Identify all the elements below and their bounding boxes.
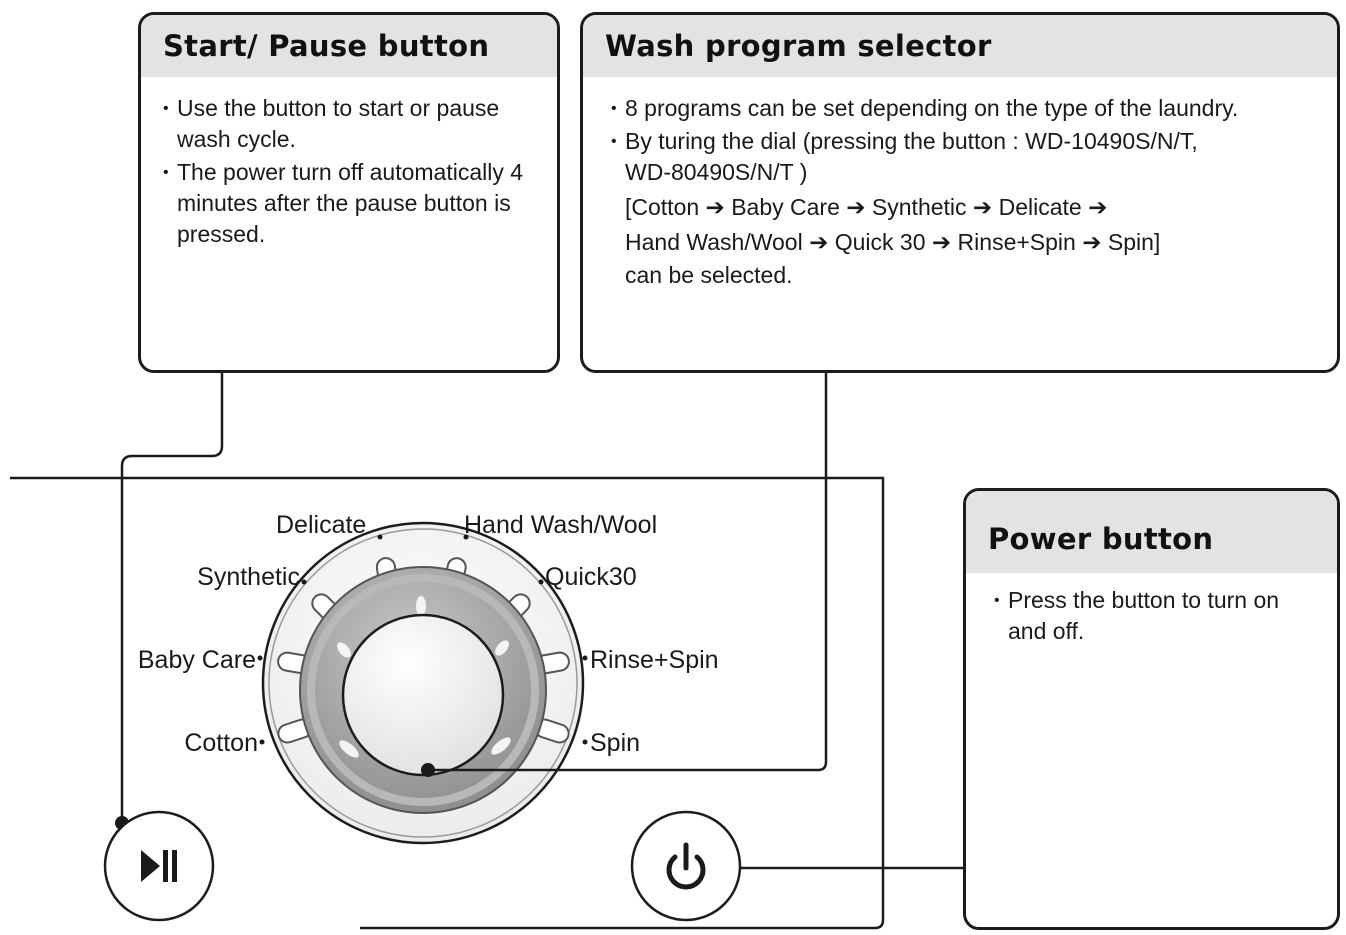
wash-program-line-5: can be selected. — [625, 262, 793, 288]
wash-program-line-1: By turing the dial (pressing the button … — [625, 128, 1198, 154]
start-pause-bullet-2: The power turn off automatically 4 minut… — [163, 157, 539, 250]
label-quick30: Quick30 — [545, 563, 637, 591]
label-baby-care: Baby Care — [138, 646, 256, 674]
wash-program-bullets: 8 programs can be set depending on the t… — [583, 77, 1337, 291]
leader-wash-program — [428, 373, 828, 772]
wash-program-callout: Wash program selector 8 programs can be … — [580, 12, 1340, 373]
power-button[interactable] — [630, 810, 742, 922]
label-rinse-spin: Rinse+Spin — [590, 646, 719, 674]
play-pause-icon — [141, 850, 177, 882]
start-pause-callout: Start/ Pause button Use the button to st… — [138, 12, 560, 373]
power-title: Power button — [966, 491, 1337, 573]
start-pause-title: Start/ Pause button — [141, 15, 557, 77]
wash-program-line-2: WD-80490S/N/T ) — [625, 159, 808, 185]
power-icon — [666, 842, 706, 890]
wash-program-bullet-1: 8 programs can be set depending on the t… — [611, 93, 1319, 124]
label-hand-wash-wool: Hand Wash/Wool — [464, 511, 657, 539]
wash-program-title: Wash program selector — [583, 15, 1337, 77]
start-pause-bullets: Use the button to start or pause wash cy… — [141, 77, 557, 250]
program-dial[interactable] — [261, 521, 585, 845]
leader-start-pause — [120, 373, 224, 822]
panel-outline — [10, 476, 885, 930]
power-callout: Power button Press the button to turn on… — [963, 488, 1340, 930]
label-spin: Spin — [590, 729, 640, 757]
start-pause-button[interactable] — [103, 810, 215, 922]
label-cotton: Cotton — [184, 729, 258, 757]
wash-program-line-4: Hand Wash/Wool ➔ Quick 30 ➔ Rinse+Spin ➔… — [625, 229, 1161, 255]
wash-program-line-3: [Cotton ➔ Baby Care ➔ Synthetic ➔ Delica… — [625, 194, 1108, 220]
power-bullets: Press the button to turn on and off. — [966, 573, 1337, 647]
label-synthetic: Synthetic — [197, 563, 300, 591]
wash-program-bullet-2: By turing the dial (pressing the button … — [611, 126, 1319, 291]
dial-label-dots — [257, 534, 588, 745]
label-delicate: Delicate — [276, 511, 366, 539]
power-bullet-1: Press the button to turn on and off. — [994, 585, 1298, 647]
start-pause-bullet-1: Use the button to start or pause wash cy… — [163, 93, 539, 155]
